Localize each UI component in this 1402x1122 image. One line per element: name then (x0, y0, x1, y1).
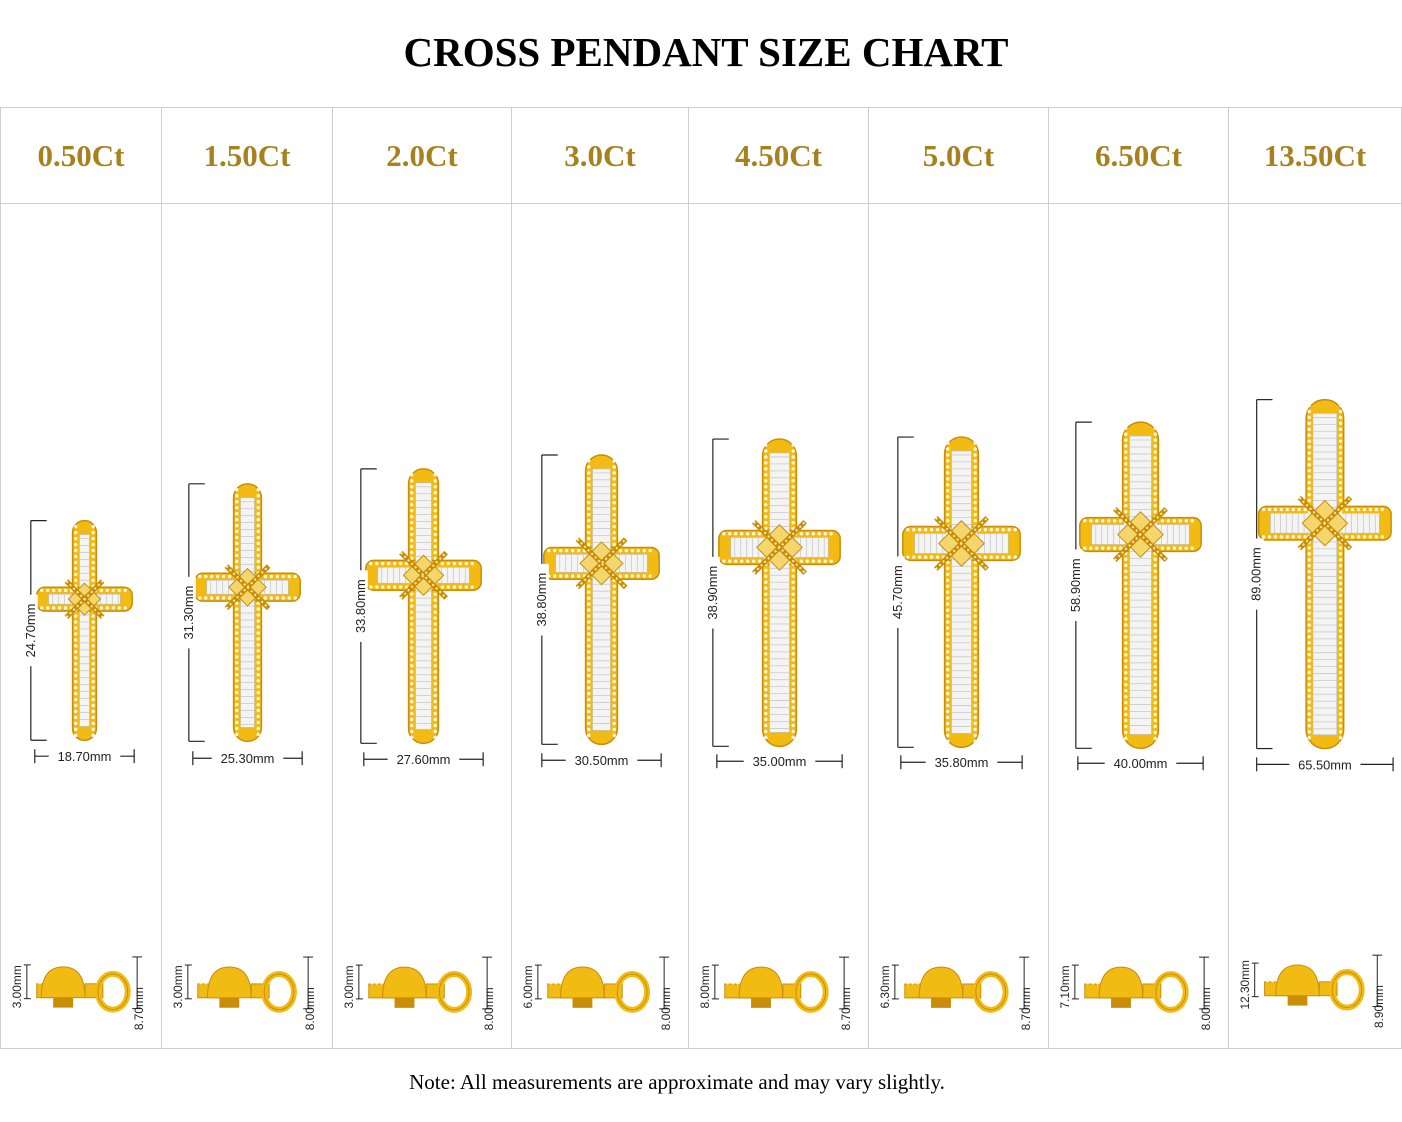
cross-pendant-front-view (718, 438, 841, 748)
size-column: 6.50Ct 58.90mm 40.00mm 7.10mm 8.00mm (1048, 108, 1228, 1048)
thickness-label: 6.00mm (521, 965, 535, 1008)
carat-header: 3.0Ct (512, 108, 688, 204)
pendant-illustration: 33.80mm 27.60mm 3.00mm 8.00mm (342, 468, 496, 1030)
pendant-side-view: 3.00mm 8.00mm (171, 956, 317, 1030)
carat-header: 6.50Ct (1049, 108, 1228, 204)
carat-header: 13.50Ct (1229, 108, 1401, 204)
height-dimension-line: 58.90mm (1068, 421, 1092, 749)
size-column: 1.50Ct 31.30mm 25.30mm 3.00mm 8.00mm (161, 108, 332, 1048)
width-label: 27.60mm (397, 752, 451, 767)
thickness-label: 8.00mm (698, 965, 712, 1008)
width-dimension-line: 35.00mm (716, 753, 843, 769)
bail-height-label: 8.70mm (132, 987, 146, 1030)
height-dimension-line: 24.70mm (23, 520, 47, 741)
carat-header: 5.0Ct (869, 108, 1048, 204)
height-label: 38.90mm (705, 566, 720, 620)
height-dimension-line: 38.90mm (705, 438, 729, 747)
carat-header: 4.50Ct (689, 108, 868, 204)
pendant-illustration: 58.90mm 40.00mm 7.10mm 8.00mm (1058, 421, 1213, 1030)
height-dimension-line: 33.80mm (353, 468, 377, 744)
size-column: 13.50Ct 89.00mm 65.50mm 12.30mm 8.90mm (1228, 108, 1402, 1048)
cross-pendant-front-view (543, 454, 660, 746)
size-column: 0.50Ct 24.70mm 18.70mm 3.00mm 8.70mm (0, 108, 161, 1048)
width-label: 18.70mm (58, 749, 112, 764)
size-chart-table: 0.50Ct 24.70mm 18.70mm 3.00mm 8.70mm 1.50Ct 31… (0, 107, 1402, 1049)
thickness-label: 3.00mm (10, 965, 24, 1008)
pendant-side-view: 6.00mm 8.00mm (521, 956, 673, 1030)
width-label: 30.50mm (575, 753, 629, 768)
thickness-label: 7.10mm (1058, 965, 1072, 1008)
width-dimension-line: 65.50mm (1256, 756, 1394, 772)
pendant-side-view: 12.30mm 8.90mm (1238, 954, 1386, 1028)
pendant-side-view: 7.10mm 8.00mm (1058, 956, 1213, 1030)
height-label: 31.30mm (181, 586, 196, 640)
page-title: CROSS PENDANT SIZE CHART (403, 29, 1009, 75)
carat-header: 1.50Ct (162, 108, 332, 204)
size-column: 3.0Ct 38.80mm 30.50mm 6.00mm 8.00mm (511, 108, 688, 1048)
pendant-side-view: 8.00mm 8.70mm (698, 956, 853, 1030)
bail-height-label: 8.00mm (1199, 987, 1213, 1030)
height-label: 58.90mm (1068, 558, 1083, 612)
width-label: 35.00mm (753, 754, 807, 769)
pendant-side-view: 6.30mm 8.70mm (878, 956, 1033, 1030)
width-label: 65.50mm (1298, 757, 1352, 772)
pendant-illustration: 31.30mm 25.30mm 3.00mm 8.00mm (171, 483, 317, 1030)
width-dimension-line: 40.00mm (1077, 755, 1204, 771)
height-dimension-line: 31.30mm (181, 483, 205, 742)
cross-pendant-front-view (1257, 398, 1392, 750)
thickness-label: 3.00mm (342, 965, 356, 1008)
height-dimension-line: 38.80mm (534, 454, 558, 745)
bail-height-label: 8.00mm (659, 987, 673, 1030)
bail-height-label: 8.00mm (482, 987, 496, 1030)
thickness-label: 12.30mm (1238, 960, 1252, 1010)
height-label: 24.70mm (23, 604, 38, 658)
pendant-illustration: 38.90mm 35.00mm 8.00mm 8.70mm (698, 438, 853, 1030)
width-label: 25.30mm (221, 751, 275, 766)
cross-pendant-front-view (365, 468, 482, 745)
pendant-illustration: 24.70mm 18.70mm 3.00mm 8.70mm (10, 519, 146, 1030)
height-dimension-line: 45.70mm (890, 436, 914, 748)
bail-height-label: 8.00mm (303, 987, 317, 1030)
width-dimension-line: 30.50mm (541, 752, 662, 768)
size-column: 4.50Ct 38.90mm 35.00mm 8.00mm 8.70mm (688, 108, 868, 1048)
width-dimension-line: 27.60mm (363, 751, 484, 767)
width-dimension-line: 18.70mm (34, 748, 135, 764)
size-column: 2.0Ct 33.80mm 27.60mm 3.00mm 8.00mm (332, 108, 511, 1048)
thickness-label: 6.30mm (878, 965, 892, 1008)
pendant-side-view: 3.00mm 8.70mm (10, 956, 146, 1030)
height-label: 89.00mm (1249, 547, 1264, 601)
cross-pendant-front-view (1079, 421, 1202, 750)
width-label: 35.80mm (935, 755, 989, 770)
height-label: 38.80mm (534, 573, 549, 627)
pendant-side-view: 3.00mm 8.00mm (342, 956, 496, 1030)
bail-height-label: 8.70mm (839, 987, 853, 1030)
disclaimer-note: Note: All measurements are approximate a… (409, 1070, 945, 1094)
width-label: 40.00mm (1114, 756, 1168, 771)
bail-height-label: 8.90mm (1372, 985, 1386, 1028)
height-dimension-line: 89.00mm (1249, 399, 1273, 750)
pendant-illustration: 38.80mm 30.50mm 6.00mm 8.00mm (521, 454, 673, 1030)
width-dimension-line: 25.30mm (192, 750, 303, 766)
height-label: 33.80mm (353, 579, 368, 633)
carat-header: 0.50Ct (1, 108, 161, 204)
bail-height-label: 8.70mm (1019, 987, 1033, 1030)
cross-pendant-front-view (194, 483, 301, 743)
size-column: 5.0Ct 45.70mm 35.80mm 6.30mm 8.70mm (868, 108, 1048, 1048)
pendant-illustration: 45.70mm 35.80mm 6.30mm 8.70mm (878, 436, 1033, 1030)
pendant-illustration: 89.00mm 65.50mm 12.30mm 8.90mm (1238, 398, 1394, 1028)
height-label: 45.70mm (890, 565, 905, 619)
cross-pendant-front-view (902, 436, 1021, 749)
cross-pendant-front-view (36, 519, 133, 742)
thickness-label: 3.00mm (171, 965, 185, 1008)
carat-header: 2.0Ct (333, 108, 511, 204)
width-dimension-line: 35.80mm (900, 754, 1023, 770)
